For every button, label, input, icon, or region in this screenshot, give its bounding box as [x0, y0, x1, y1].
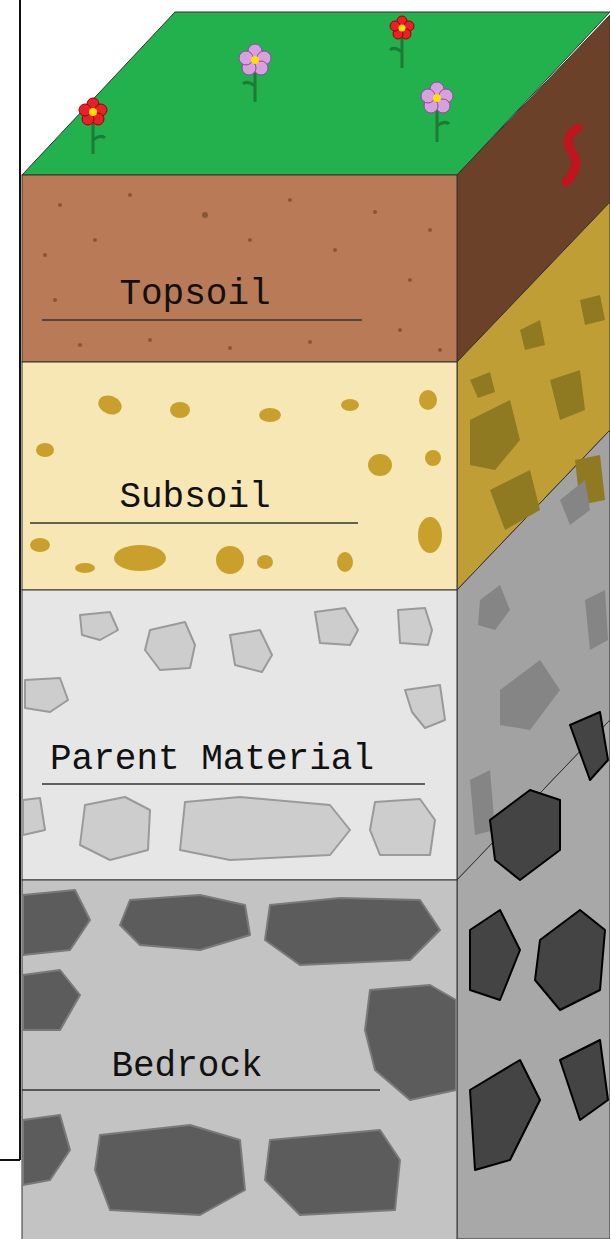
- topsoil-front: [22, 175, 457, 362]
- subsoil-front: [22, 362, 457, 590]
- bedrock-side-stones: [470, 712, 608, 1170]
- parent-material-front: [22, 590, 457, 880]
- flower: [421, 82, 453, 142]
- subsoil-side-pebbles: [470, 295, 605, 530]
- layer-label: Parent Material: [50, 740, 374, 780]
- frame-line: [19, 0, 21, 1160]
- bedrock-front: [22, 880, 457, 1239]
- flower: [390, 16, 414, 68]
- parent-stones: [23, 608, 445, 860]
- soil-specks: [43, 193, 442, 352]
- parent-side-stones: [470, 480, 608, 835]
- bedrock-side: [457, 720, 610, 1239]
- worm: [566, 128, 578, 182]
- soil-layer: Subsoil: [22, 362, 457, 590]
- frame-line: [0, 1159, 20, 1161]
- label-underline: [22, 320, 425, 1090]
- soil-layer: Topsoil: [22, 175, 457, 362]
- layer-label: Topsoil: [119, 275, 270, 315]
- soil-layer: Parent Material: [22, 590, 457, 880]
- flower: [239, 44, 271, 102]
- bedrock-stones: [23, 890, 456, 1215]
- soil-layer: Bedrock: [22, 880, 457, 1239]
- subsoil-pebbles: [30, 390, 442, 574]
- layer-label: Subsoil: [119, 478, 270, 518]
- flower: [79, 98, 107, 154]
- layer-label: Bedrock: [111, 1047, 262, 1087]
